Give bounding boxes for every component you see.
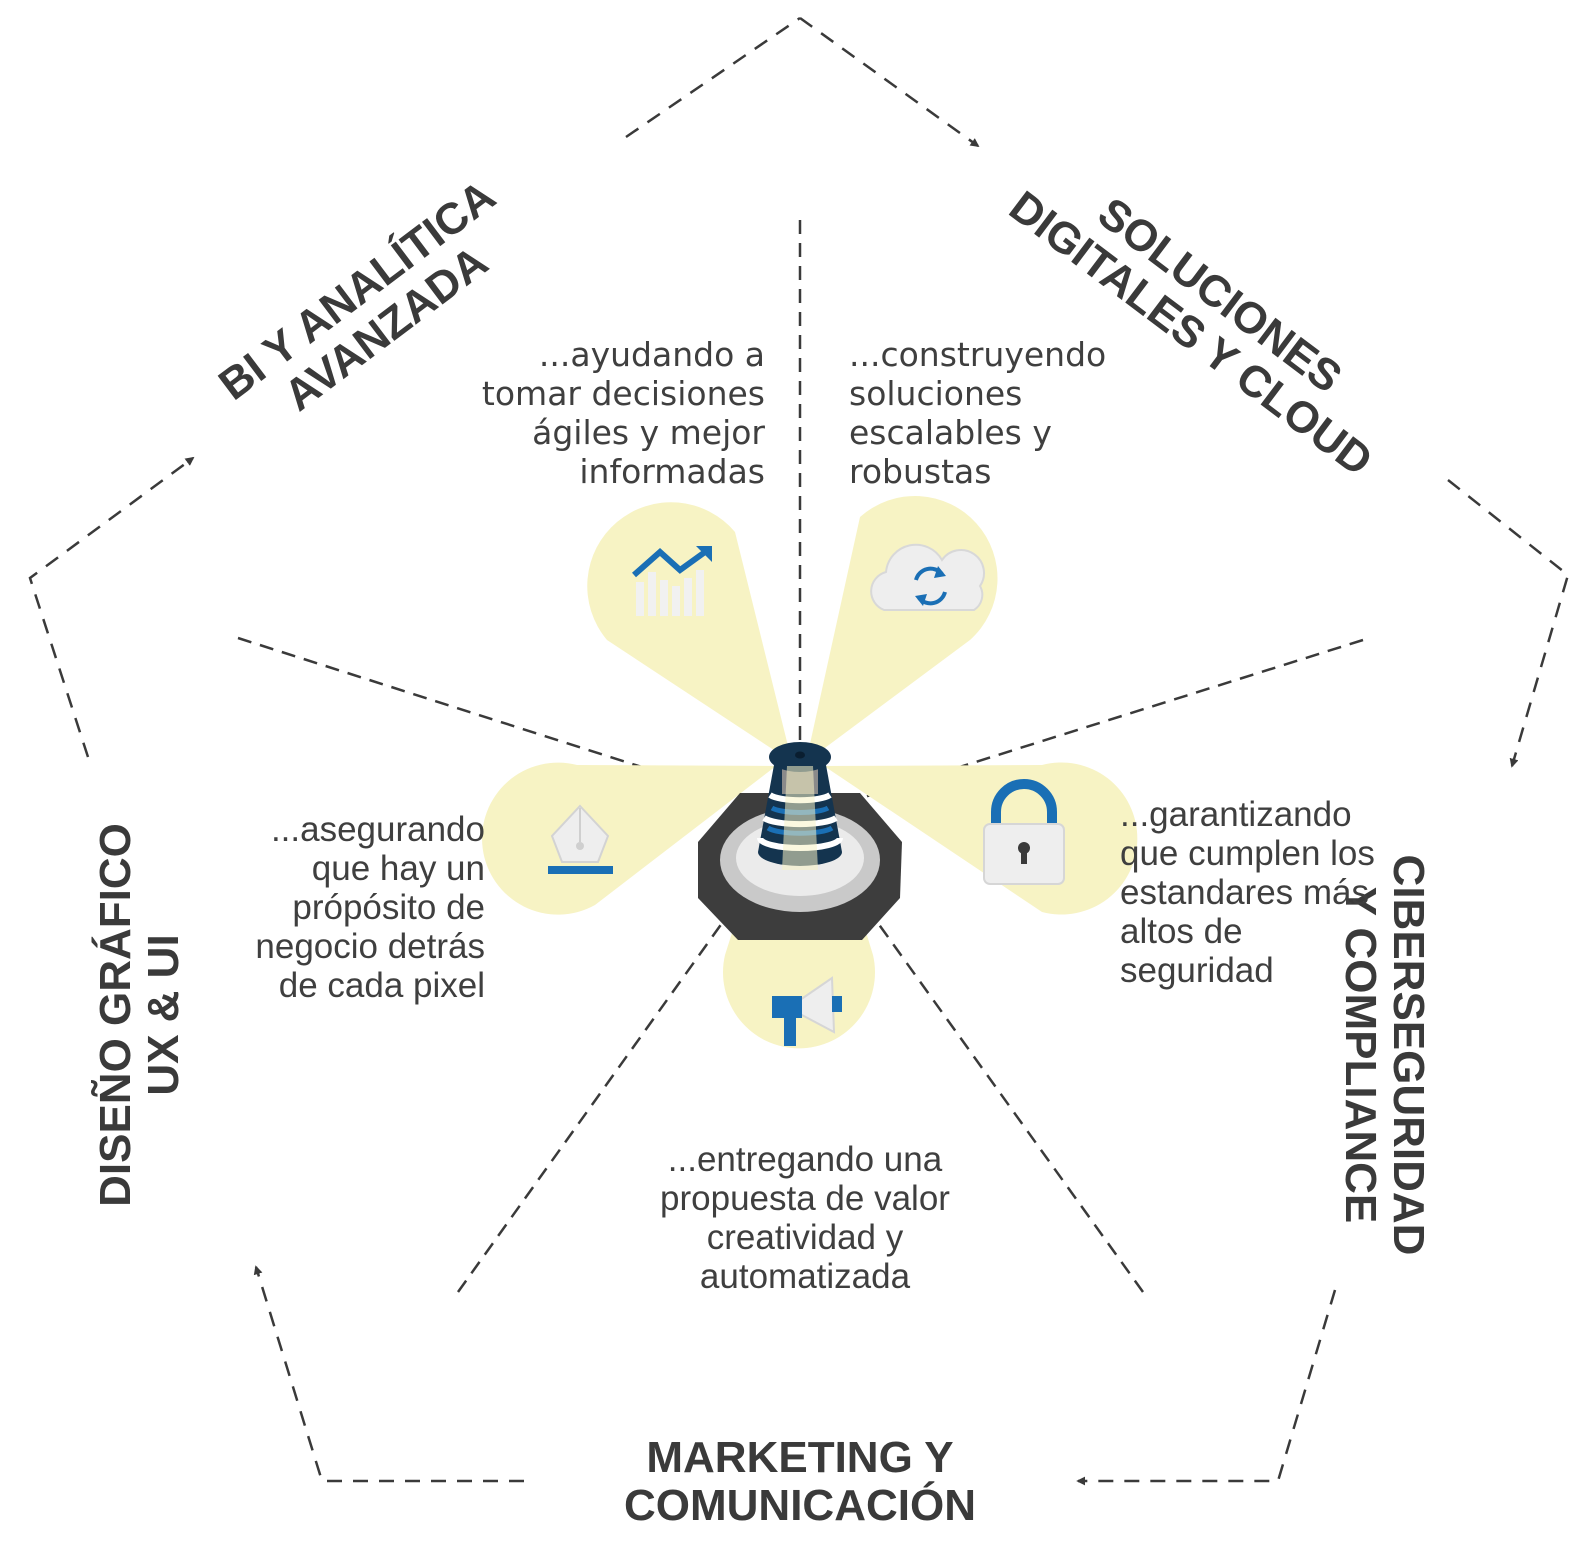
beam-design [482,762,776,915]
description-bi: ...ayudando a tomar decisiones ágiles y … [481,335,765,491]
pen-nib-icon [548,804,613,874]
spoke-bottom-right [863,904,1145,1293]
title-design-line-1: DISEÑO GRÁFICO [91,823,140,1207]
title-marketing-line-2: COMUNICACIÓN [624,1481,976,1530]
trend-chart-icon [632,546,712,616]
beam-cloud [806,495,998,762]
outline-segment-top-left [625,16,801,139]
title-design-line-2: UX & UI [139,934,188,1096]
description-design: ...asegurando que hay un própósito de ne… [255,810,485,1005]
beam-bi [587,502,792,762]
title-design: DISEÑO GRÁFICO UX & UI [91,823,188,1207]
outline-segment-left [28,456,195,758]
padlock-icon [983,779,1065,885]
outline-segment-top-right [799,16,980,148]
cloud-sync-icon [870,543,985,611]
spoke-bottom-left [456,904,737,1293]
title-marketing-line-1: MARKETING Y [646,1433,954,1482]
description-cloud: ...construyendo soluciones escalables y … [849,335,1107,491]
outline-segment-right-upper [1447,479,1570,768]
outline-segment-bottom-left [253,1265,524,1483]
description-security: ...garantizando que cumplen los estandar… [1120,795,1375,990]
pentagon-outline [28,16,1570,1486]
outline-segment-right-lower [1076,1289,1337,1486]
lighthouse [698,742,902,940]
description-marketing: ...entregando una propuesta de valor cre… [660,1140,950,1296]
title-marketing: MARKETING Y COMUNICACIÓN [624,1434,976,1530]
megaphone-icon [772,976,842,1046]
